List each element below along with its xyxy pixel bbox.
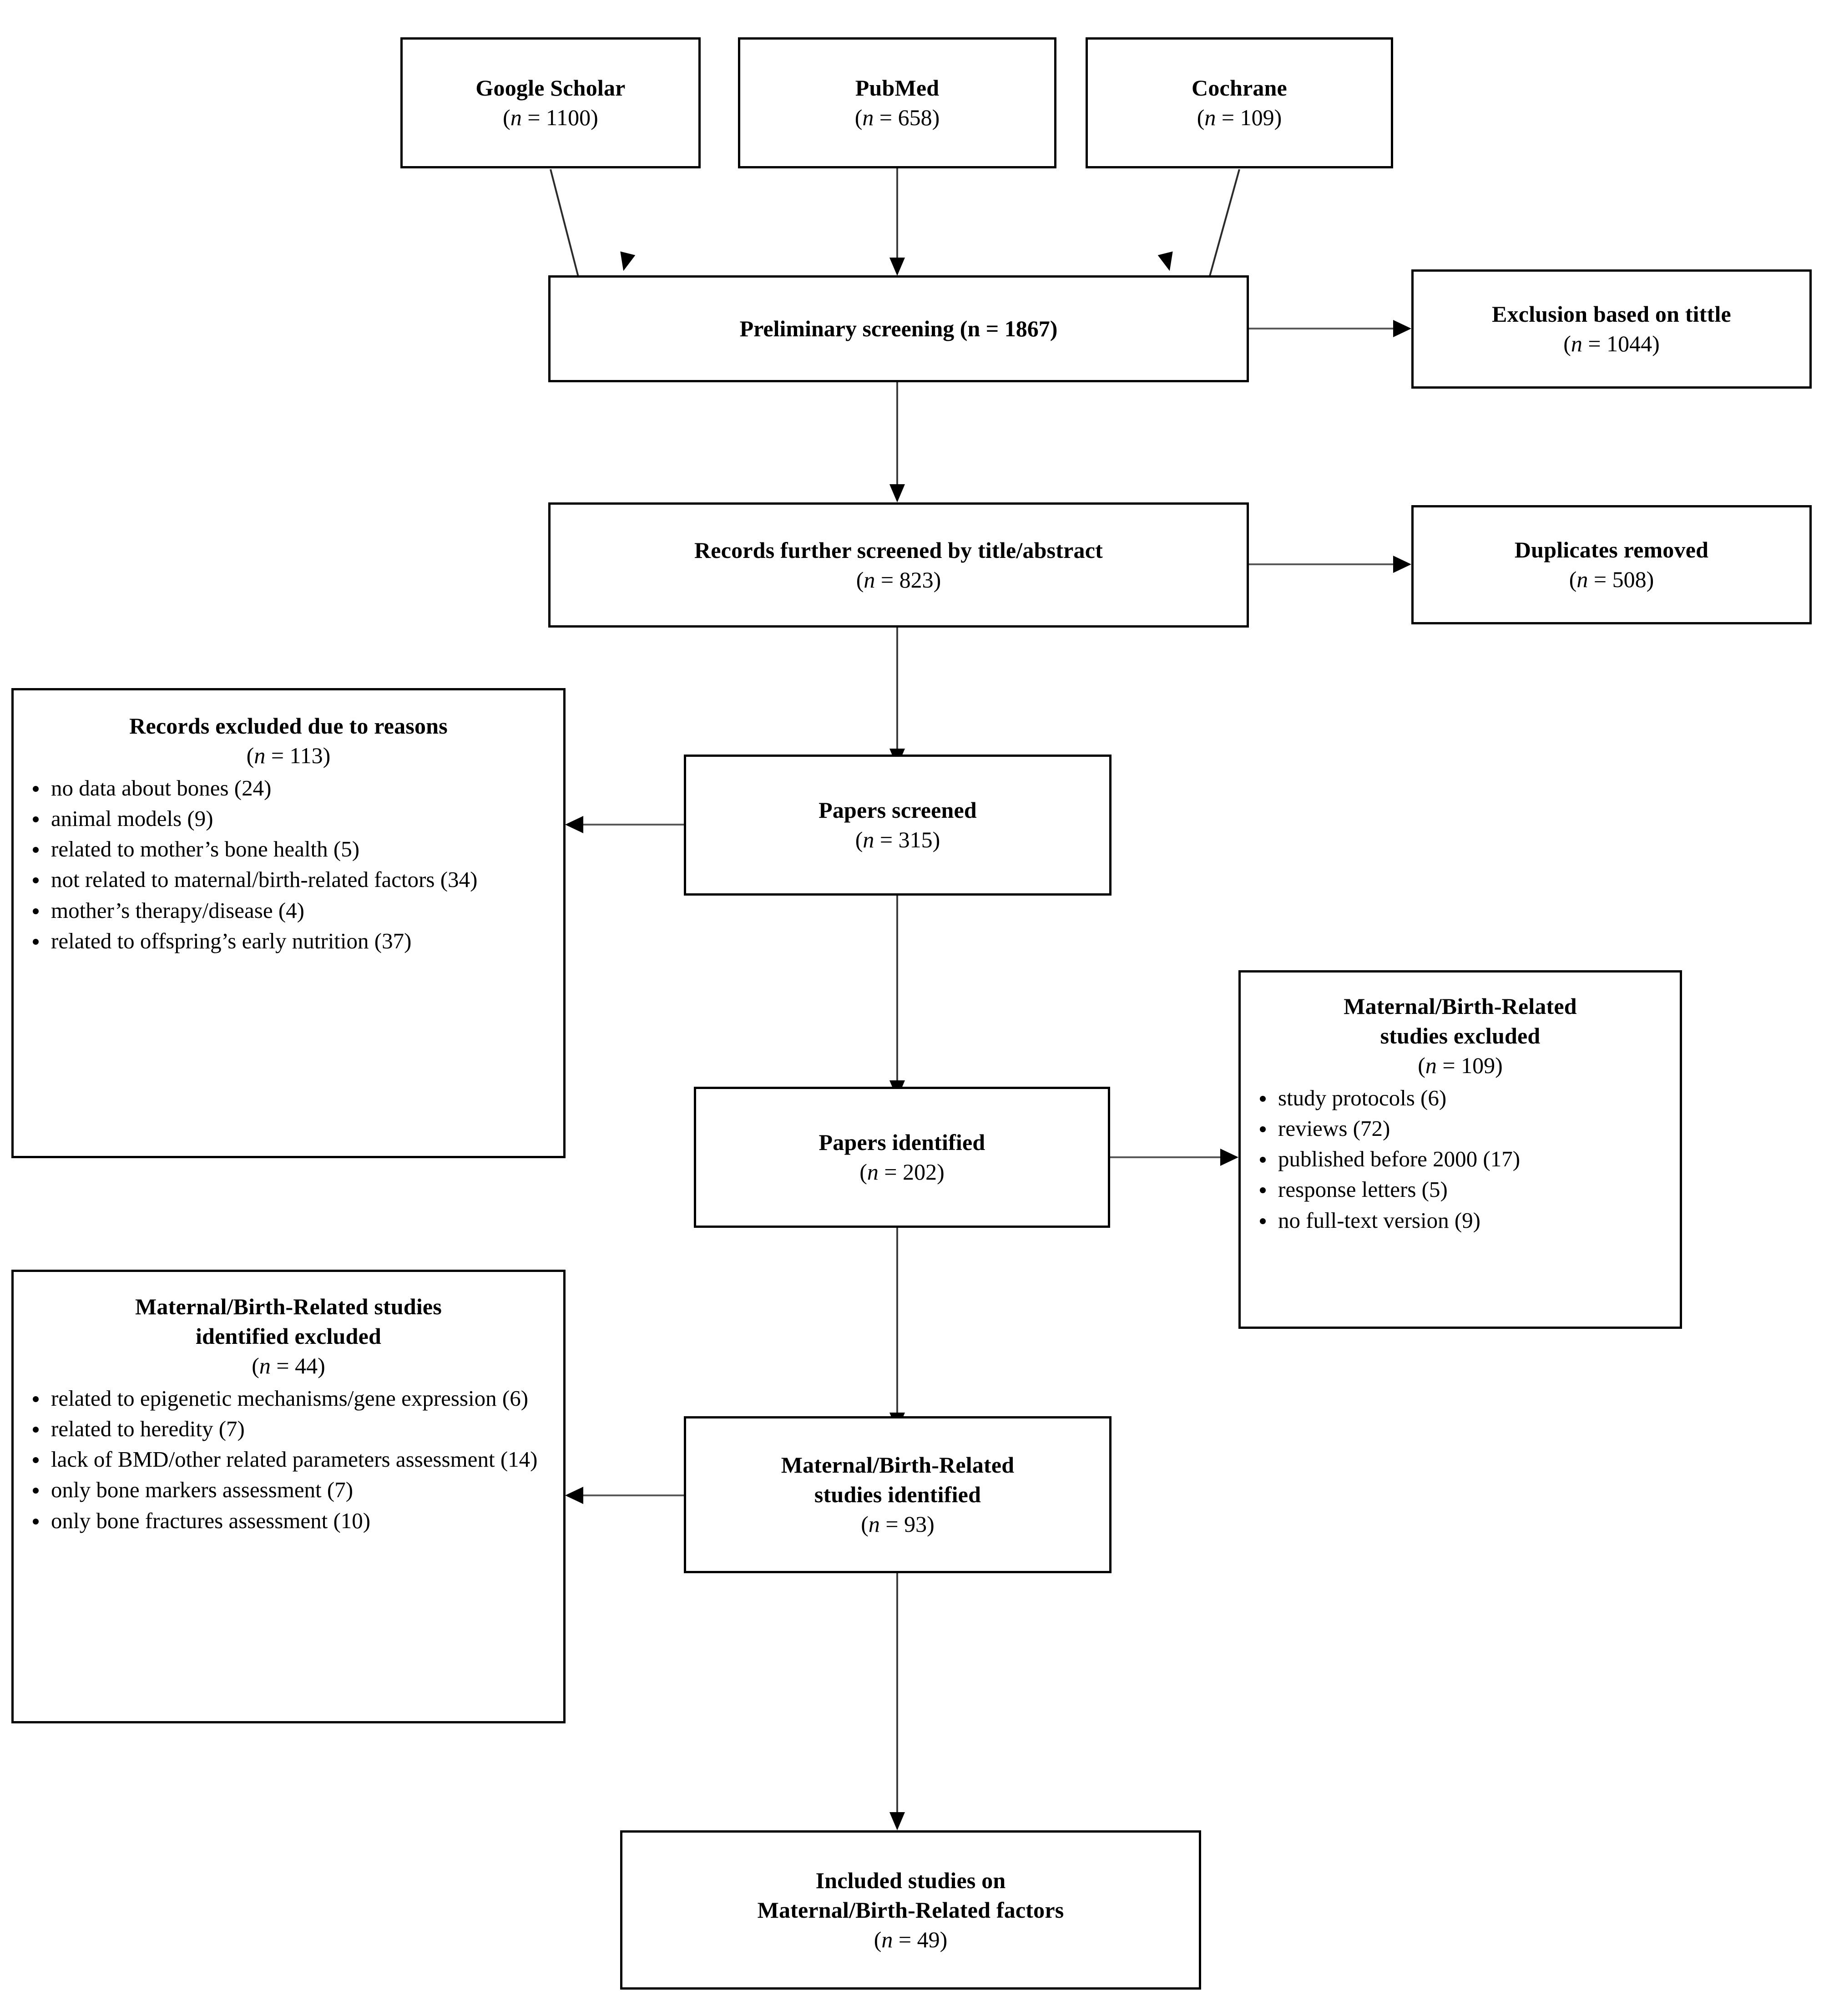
- list-item: related to mother’s bone health (5): [30, 834, 551, 864]
- node-papers-identified-count: (n = 202): [859, 1159, 945, 1185]
- maternal-excluded-list: study protocols (6) reviews (72) publish…: [1241, 1083, 1680, 1236]
- node-maternal-identified-excluded-l2: identified excluded: [196, 1323, 381, 1349]
- node-records-excluded-due-to-reasons[interactable]: Records excluded due to reasons (n = 113…: [11, 688, 566, 1158]
- node-exclusion-based-on-title[interactable]: Exclusion based on tittle (n = 1044): [1411, 269, 1812, 389]
- connector-preliminary-to-records-screened: [896, 382, 898, 487]
- list-item: related to heredity (7): [30, 1414, 551, 1444]
- node-included-studies-l1: Included studies on: [815, 1867, 1006, 1893]
- node-preliminary-screening[interactable]: Preliminary screening (n = 1867): [548, 275, 1249, 382]
- node-maternal-identified-excluded-count: (n = 44): [252, 1353, 325, 1378]
- list-item: no data about bones (24): [30, 773, 551, 803]
- node-maternal-studies-identified[interactable]: Maternal/Birth-Related studies identifie…: [684, 1416, 1112, 1573]
- arrowhead-cochrane: [1157, 251, 1177, 273]
- arrowhead-google-scholar: [616, 251, 636, 273]
- node-included-studies-l2: Maternal/Birth-Related factors: [757, 1897, 1064, 1923]
- node-google-scholar-title: Google Scholar: [475, 75, 626, 101]
- arrowhead-maternal-excluded: [1220, 1149, 1238, 1166]
- list-item: related to offspring’s early nutrition (…: [30, 926, 551, 956]
- connector-papers-screened-to-records-excluded: [583, 824, 686, 826]
- node-maternal-identified-l2: studies identified: [814, 1482, 981, 1507]
- node-records-excluded-title: Records excluded due to reasons: [129, 713, 448, 739]
- connector-cochrane-to-preliminary: [1208, 169, 1240, 279]
- node-pubmed-count: (n = 658): [854, 105, 940, 130]
- node-pubmed-title: PubMed: [855, 75, 940, 101]
- arrowhead-exclusion-title: [1393, 320, 1411, 337]
- node-google-scholar-count: (n = 1100): [503, 105, 598, 130]
- node-google-scholar[interactable]: Google Scholar (n = 1100): [400, 37, 701, 168]
- list-item: lack of BMD/other related parameters ass…: [30, 1444, 551, 1474]
- node-included-studies[interactable]: Included studies on Maternal/Birth-Relat…: [620, 1830, 1201, 1990]
- connector-papers-screened-to-papers-identified: [896, 896, 898, 1083]
- node-maternal-studies-excluded[interactable]: Maternal/Birth-Related studies excluded …: [1238, 970, 1682, 1329]
- arrowhead-duplicates: [1393, 556, 1411, 573]
- node-cochrane-title: Cochrane: [1192, 75, 1287, 101]
- node-exclusion-title-label: Exclusion based on tittle: [1492, 301, 1731, 327]
- connector-papers-identified-to-maternal-identified: [896, 1228, 898, 1415]
- node-records-further-screened-count: (n = 823): [856, 567, 941, 593]
- node-papers-identified[interactable]: Papers identified (n = 202): [694, 1087, 1110, 1228]
- connector-maternal-identified-to-excluded: [583, 1494, 686, 1496]
- node-records-further-screened-label: Records further screened by title/abstra…: [694, 537, 1103, 563]
- arrowhead-pubmed: [889, 258, 905, 276]
- connector-records-to-papers-screened: [896, 628, 898, 751]
- connector-maternal-identified-to-included: [896, 1573, 898, 1813]
- node-maternal-identified-count: (n = 93): [861, 1511, 935, 1537]
- node-cochrane[interactable]: Cochrane (n = 109): [1086, 37, 1393, 168]
- list-item: study protocols (6): [1257, 1083, 1668, 1113]
- node-cochrane-count: (n = 109): [1197, 105, 1282, 130]
- node-papers-identified-label: Papers identified: [818, 1130, 985, 1155]
- node-maternal-excluded-title-l2: studies excluded: [1380, 1023, 1541, 1049]
- node-duplicates-removed-label: Duplicates removed: [1514, 537, 1709, 562]
- list-item: not related to maternal/birth-related fa…: [30, 865, 551, 894]
- list-item: animal models (9): [30, 804, 551, 833]
- node-records-excluded-count: (n = 113): [246, 743, 331, 768]
- node-maternal-identified-excluded[interactable]: Maternal/Birth-Related studies identifie…: [11, 1270, 566, 1723]
- connector-records-to-duplicates: [1249, 563, 1397, 565]
- arrowhead-included-studies: [889, 1812, 905, 1830]
- node-pubmed[interactable]: PubMed (n = 658): [738, 37, 1056, 168]
- node-exclusion-title-count: (n = 1044): [1563, 331, 1660, 356]
- connector-preliminary-to-exclusion-title: [1249, 328, 1397, 329]
- node-duplicates-removed[interactable]: Duplicates removed (n = 508): [1411, 505, 1812, 624]
- node-preliminary-screening-label: Preliminary screening (n = 1867): [739, 316, 1058, 341]
- list-item: reviews (72): [1257, 1114, 1668, 1143]
- node-maternal-identified-excluded-l1: Maternal/Birth-Related studies: [135, 1294, 442, 1319]
- list-item: mother’s therapy/disease (4): [30, 896, 551, 925]
- connector-papers-identified-to-maternal-excluded: [1110, 1156, 1224, 1158]
- connector-pubmed-to-preliminary: [896, 168, 898, 259]
- list-item: related to epigenetic mechanisms/gene ex…: [30, 1383, 551, 1413]
- connector-google-scholar-to-preliminary: [550, 169, 580, 278]
- node-records-further-screened[interactable]: Records further screened by title/abstra…: [548, 502, 1249, 628]
- list-item: response letters (5): [1257, 1175, 1668, 1204]
- node-duplicates-removed-count: (n = 508): [1569, 567, 1654, 592]
- arrowhead-records-excluded: [565, 816, 583, 833]
- list-item: only bone fractures assessment (10): [30, 1506, 551, 1535]
- node-papers-screened-count: (n = 315): [855, 827, 940, 852]
- arrowhead-records-screened: [889, 484, 905, 502]
- list-item: no full-text version (9): [1257, 1206, 1668, 1235]
- node-maternal-identified-l1: Maternal/Birth-Related: [781, 1452, 1015, 1478]
- node-included-studies-count: (n = 49): [874, 1926, 948, 1952]
- arrowhead-maternal-identified-excluded: [565, 1487, 583, 1504]
- node-maternal-excluded-count: (n = 109): [1418, 1053, 1503, 1078]
- list-item: published before 2000 (17): [1257, 1144, 1668, 1174]
- node-maternal-excluded-title-l1: Maternal/Birth-Related: [1344, 993, 1577, 1019]
- list-item: only bone markers assessment (7): [30, 1475, 551, 1504]
- node-papers-screened-label: Papers screened: [818, 797, 977, 823]
- maternal-identified-excluded-list: related to epigenetic mechanisms/gene ex…: [14, 1383, 563, 1536]
- records-excluded-list: no data about bones (24) animal models (…: [14, 773, 563, 957]
- node-papers-screened[interactable]: Papers screened (n = 315): [684, 755, 1112, 896]
